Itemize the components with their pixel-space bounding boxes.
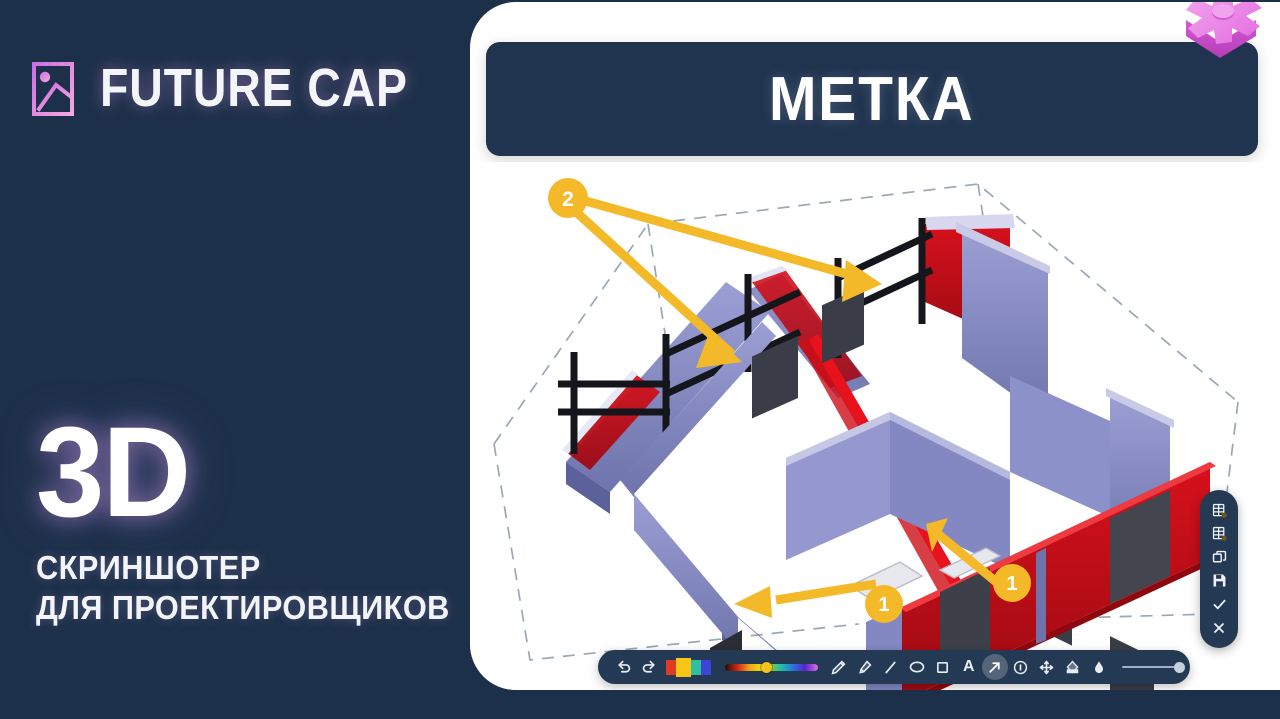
pencil-icon[interactable] bbox=[826, 654, 852, 680]
numbered-circle-icon[interactable] bbox=[1008, 654, 1034, 680]
image-frame-icon bbox=[22, 52, 80, 124]
svg-text:1: 1 bbox=[878, 594, 889, 616]
svg-text:1: 1 bbox=[1006, 573, 1017, 595]
brush-size-slider[interactable] bbox=[1121, 661, 1185, 673]
ellipse-icon[interactable] bbox=[904, 654, 930, 680]
door-panel bbox=[752, 335, 798, 419]
annotation-markers: 2 1 1 bbox=[548, 178, 1031, 623]
hue-slider[interactable] bbox=[725, 661, 818, 673]
side-action-toolbar[interactable] bbox=[1200, 490, 1238, 648]
droplet-icon[interactable] bbox=[1086, 654, 1112, 680]
grid-badge-2-icon[interactable] bbox=[1208, 524, 1230, 544]
app-title-bar: МЕТКА bbox=[486, 42, 1258, 156]
fill-bucket-icon[interactable] bbox=[1060, 654, 1086, 680]
copy-icon[interactable] bbox=[1208, 547, 1230, 567]
square-icon[interactable] bbox=[930, 654, 956, 680]
brush-size-handle[interactable] bbox=[1173, 661, 1185, 673]
swatch-teal[interactable] bbox=[691, 659, 701, 675]
close-x-icon[interactable] bbox=[1208, 618, 1230, 638]
swatch-blue[interactable] bbox=[701, 659, 711, 675]
model-viewport[interactable]: 2 1 1 bbox=[470, 162, 1280, 690]
drawing-toolbar[interactable]: A bbox=[598, 650, 1190, 684]
text-a-icon[interactable]: A bbox=[963, 658, 975, 675]
tagline-line-2: ДЛЯ ПРОЕКТИРОВЩИКОВ bbox=[36, 589, 450, 627]
tagline-block: 3D СКРИНШОТЕР ДЛЯ ПРОЕКТИРОВЩИКОВ bbox=[36, 401, 481, 629]
app-window-card: МЕТКА bbox=[470, 2, 1280, 690]
hue-slider-handle[interactable] bbox=[761, 661, 772, 673]
tagline-line-1: СКРИНШОТЕР bbox=[36, 549, 261, 587]
svg-text:2: 2 bbox=[562, 188, 574, 211]
swatch-yellow[interactable] bbox=[676, 657, 691, 677]
line-icon[interactable] bbox=[878, 654, 904, 680]
grid-badge-icon[interactable] bbox=[1208, 500, 1230, 520]
move-icon[interactable] bbox=[1034, 654, 1060, 680]
annotation-marker-2 bbox=[548, 178, 588, 218]
redo-icon[interactable] bbox=[636, 654, 662, 680]
brand-row: FUTURE CAP bbox=[22, 52, 458, 124]
check-icon[interactable] bbox=[1208, 594, 1230, 614]
annotation-marker-1a bbox=[865, 585, 903, 623]
marker-icon[interactable] bbox=[852, 654, 878, 680]
isometric-building-model: 2 1 1 bbox=[493, 178, 1239, 690]
brand-name: FUTURE CAP bbox=[100, 58, 408, 118]
annotation-arrows bbox=[570, 195, 1009, 618]
tagline-headline: 3D bbox=[36, 401, 191, 544]
undo-icon[interactable] bbox=[610, 654, 636, 680]
color-swatches[interactable] bbox=[666, 657, 711, 677]
swatch-red[interactable] bbox=[666, 659, 676, 675]
left-branding-panel: FUTURE CAP 3D СКРИНШОТЕР ДЛЯ ПРОЕКТИРОВЩ… bbox=[0, 0, 480, 719]
arrow-icon[interactable] bbox=[981, 654, 1008, 680]
annotation-marker-1b bbox=[993, 564, 1031, 602]
page-title: МЕТКА bbox=[769, 64, 975, 134]
floppy-disk-icon[interactable] bbox=[1208, 571, 1230, 591]
